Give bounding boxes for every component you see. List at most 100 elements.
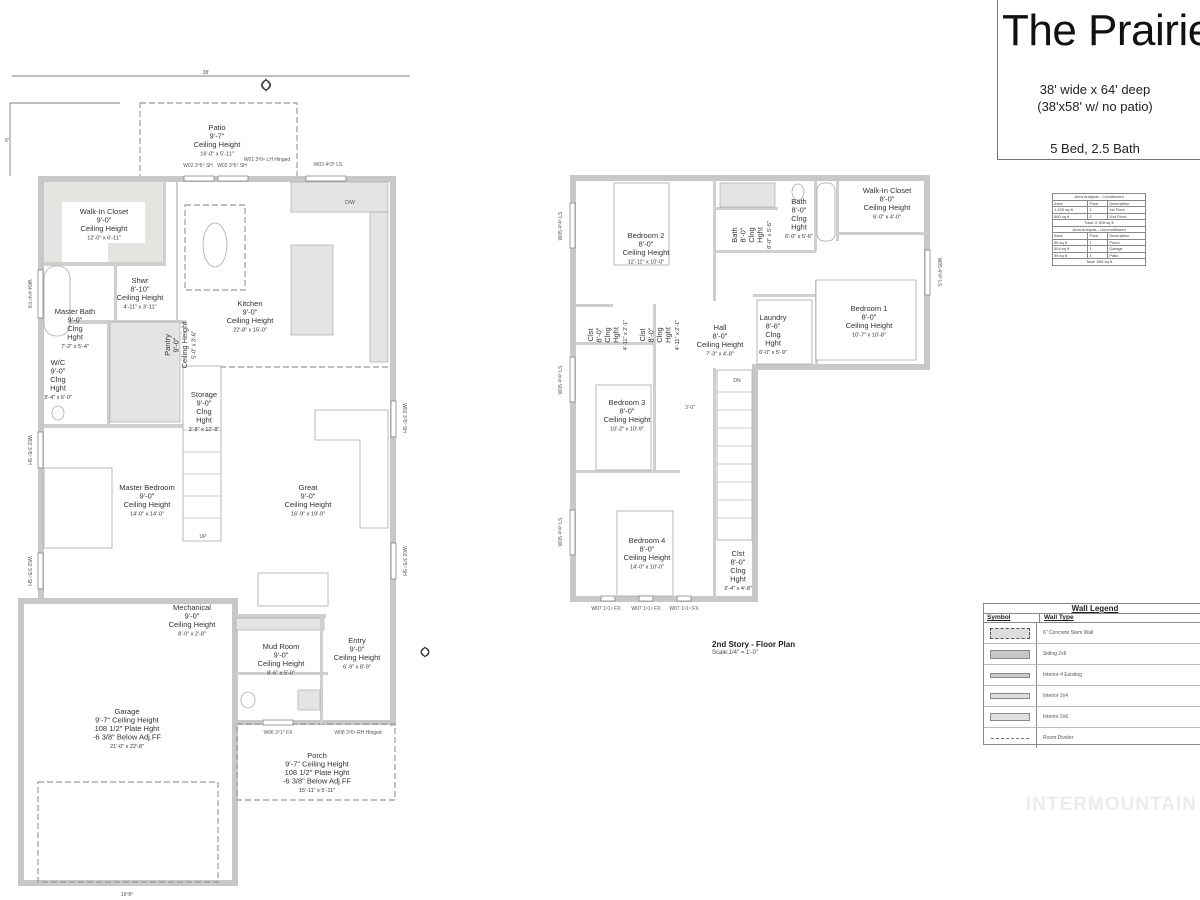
wall-legend: Wall Legend Symbol Wall Type 6" Concrete … (983, 603, 1200, 748)
interior-wall (320, 614, 323, 724)
window-label: W02 3⁰5⁰ SH (217, 163, 247, 169)
room-detail: 9'-7" Ceiling Height (285, 760, 350, 769)
room-detail: Ceiling Height (117, 293, 165, 302)
kitchen-island (290, 244, 334, 336)
window-label: W02 3⁰5⁰ SH (183, 163, 213, 169)
room-detail: 6'-9" x 8'-9" (343, 665, 371, 671)
sectional-sofa (314, 409, 389, 529)
room-detail: Ceiling Height (623, 248, 671, 257)
vanity (297, 689, 321, 711)
room-name: Mud Room (263, 642, 300, 651)
legend-label: Interior 2x4 (1043, 693, 1069, 699)
room-detail: Ceiling Height (180, 321, 189, 369)
wall-type-header: Wall Type (1044, 614, 1074, 621)
window-label: W05 4⁰4⁰ LS (558, 211, 564, 240)
bathtub (43, 265, 71, 337)
room-detail: 12'-11" x 10'-0" (628, 260, 665, 266)
overall-width-label: 38' (203, 70, 210, 76)
plan-dimensions: 38' wide x 64' deep (1039, 82, 1151, 97)
room-name: Bath (791, 197, 806, 206)
dishwasher-label: D/W (345, 200, 355, 206)
bed (616, 510, 674, 597)
interior-wall (716, 250, 816, 253)
window-label: W07 1⁶1⁴ FX (669, 606, 699, 612)
room-name: Bedroom 1 (851, 304, 888, 313)
room-name: Laundry (759, 313, 786, 322)
garage-door-outline (37, 781, 219, 883)
bed (43, 467, 113, 549)
room-detail: Ceiling Height (604, 415, 652, 424)
room-name: Bedroom 2 (628, 231, 665, 240)
room-name: Mechanical (173, 603, 211, 612)
window-label: W02 3⁰5⁰ SH (26, 435, 32, 465)
garage-wall (18, 598, 24, 886)
room-name: W/C (51, 358, 66, 367)
symbol-header: Symbol (984, 614, 1040, 622)
room-name: Kitchen (237, 299, 262, 308)
room-detail: 9'-0" (185, 612, 200, 621)
interior-wall (713, 368, 716, 598)
dining-table (202, 222, 228, 268)
stair-down-label: DN (733, 378, 741, 384)
exterior-wall (38, 176, 44, 602)
legend-label: Room Divider (1043, 735, 1074, 741)
room-detail: Ceiling Height (864, 203, 912, 212)
interior-2x4-symbol (990, 693, 1030, 699)
room-detail: 9'-0" (97, 216, 112, 225)
interior-wall (576, 470, 680, 473)
room-detail: Clng (50, 375, 65, 384)
room-detail: 10'-2" x 10'-9" (610, 427, 644, 433)
room-detail: 16'-9" x 19'-9" (291, 512, 325, 518)
room-detail: -6 3/8" Below Adj.FF (283, 777, 352, 786)
garage-wall (18, 598, 238, 604)
room-detail: Ceiling Height (81, 224, 129, 233)
room-detail: Hght (67, 333, 84, 342)
interior-wall (107, 320, 110, 425)
interior-wall (114, 266, 117, 320)
window-label: W08 3⁰6⁸ RH Hinged (334, 730, 381, 736)
compass-icon (261, 78, 271, 92)
room-detail: 14'-0" x 10'-0" (630, 565, 664, 571)
interior-wall (713, 181, 716, 301)
exterior-wall (236, 720, 396, 725)
room-name: Master Bedroom (119, 483, 174, 492)
toilet (791, 183, 805, 201)
room-detail: 4'-11" x 2'-1" (675, 320, 681, 350)
bed (595, 384, 652, 471)
room-detail: Ceiling Height (846, 321, 894, 330)
legend-label: Interior-4 Existing (1043, 672, 1082, 678)
pantry-cabinets (109, 321, 181, 423)
toilet (240, 691, 256, 709)
room-detail: 4'-11" x 2'-1" (623, 320, 629, 350)
window-marks (37, 175, 397, 726)
room-name: Great (299, 483, 319, 492)
window-marks (569, 202, 931, 602)
room-detail: 6'-0" x 5'-6" (785, 234, 813, 240)
exterior-wall (570, 596, 758, 602)
compass-icon (420, 646, 430, 658)
room-detail: Hght (756, 226, 765, 243)
legend-label: 6" Concrete Stem Wall (1043, 630, 1094, 636)
dining-table-area (184, 204, 246, 291)
legend-row: Interior 2x4 (984, 686, 1200, 707)
room-detail: 4'-11" x 3'-11" (123, 305, 156, 311)
wall-legend-title: Wall Legend (984, 604, 1200, 614)
room-detail: 9'-0" (350, 645, 365, 654)
room-name: Entry (348, 636, 366, 645)
